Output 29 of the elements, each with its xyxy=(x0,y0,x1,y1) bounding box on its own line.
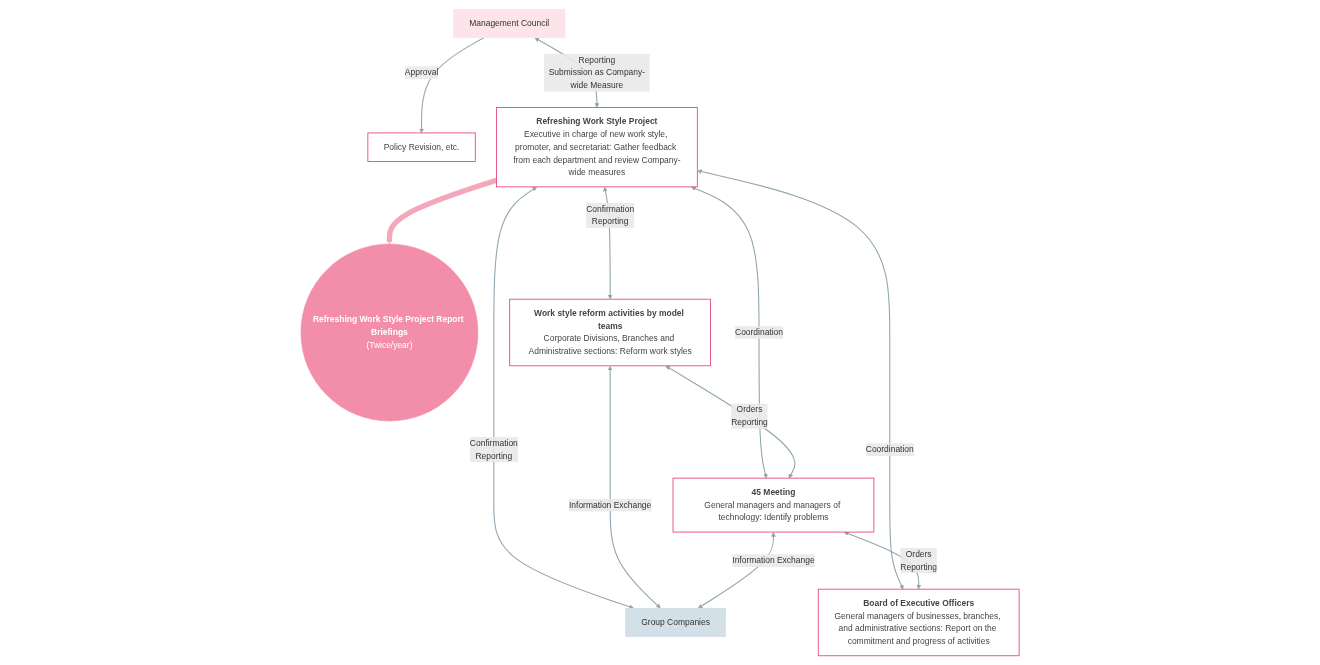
edge-label: Information Exchange xyxy=(569,500,652,510)
edge-label: Coordination xyxy=(735,327,783,337)
edge-label: Reporting xyxy=(578,55,616,65)
node-box: Work style reform activities by model teams Corporate Divisions, Branches and Administrative sections: Reform work styles xyxy=(509,298,711,367)
edge-label: Submission as Company-wide Measure xyxy=(548,67,646,90)
edge-label: Reporting xyxy=(731,417,768,427)
arrow xyxy=(419,37,485,134)
edge-label: Information Exchange xyxy=(732,555,815,565)
edge-label: Reporting xyxy=(900,562,938,572)
node-box: Board of Executive Officers General managers of businesses, branches, and administrative sections: Report on the commitment and progress of activities xyxy=(817,588,1020,657)
node-box: Management Council xyxy=(453,8,566,39)
edge-label: Orders xyxy=(905,549,932,559)
edge-label: Approval xyxy=(404,67,439,77)
edge-label: Confirmation xyxy=(469,438,518,448)
edge-label: Coordination xyxy=(865,444,914,454)
edge-label: Confirmation xyxy=(586,204,635,214)
arrow xyxy=(691,186,768,479)
node-box: Policy Revision, etc. xyxy=(367,132,476,162)
edge-label: Orders xyxy=(736,405,763,415)
edge-label: Reporting xyxy=(591,216,629,226)
edge-label: Reporting xyxy=(475,451,513,461)
arrow xyxy=(697,169,904,590)
arrow xyxy=(607,365,661,609)
node-circle: Refreshing Work Style Project Report Briefings (Twice/year) xyxy=(300,243,479,422)
arrow xyxy=(665,365,796,479)
node-box: 45 Meeting General managers and managers of technology: Identify problems xyxy=(672,477,875,533)
node-box: Group Companies xyxy=(625,607,727,637)
arrow xyxy=(386,177,498,245)
node-box: Refreshing Work Style Project Executive in charge of new work style, promoter, and secretariat: Gather feedback from each department and review Company-wide measures xyxy=(496,107,698,188)
